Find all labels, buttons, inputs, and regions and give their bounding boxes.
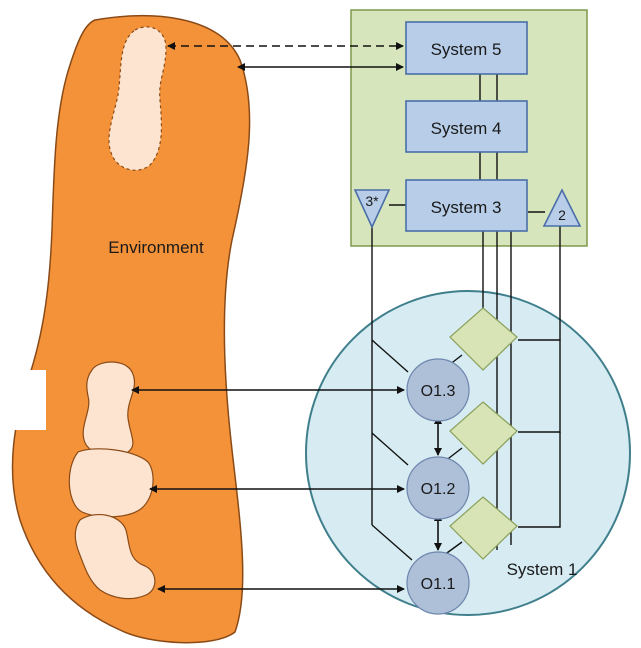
system3-label: System 3 [431,198,502,217]
environment-zone-1 [83,362,134,456]
o11-label: O1.1 [421,576,456,593]
system3star-label: 3* [365,193,379,209]
system5-label: System 5 [431,40,502,59]
system5-box: System 5 [406,22,527,74]
operation-o11: O1.1 [407,552,469,614]
system3-box: System 3 [406,180,527,231]
operation-o13: O1.3 [407,359,469,421]
operation-o12: O1.2 [407,457,469,519]
system4-label: System 4 [431,119,502,138]
o13-label: O1.3 [421,383,456,400]
system4-box: System 4 [406,101,527,152]
system1-label: System 1 [507,560,578,579]
environment-zone-2 [69,449,153,517]
environment-label: Environment [108,238,204,257]
environment-cutout [0,370,46,430]
o12-label: O1.2 [421,481,456,498]
system2-label: 2 [558,207,566,223]
